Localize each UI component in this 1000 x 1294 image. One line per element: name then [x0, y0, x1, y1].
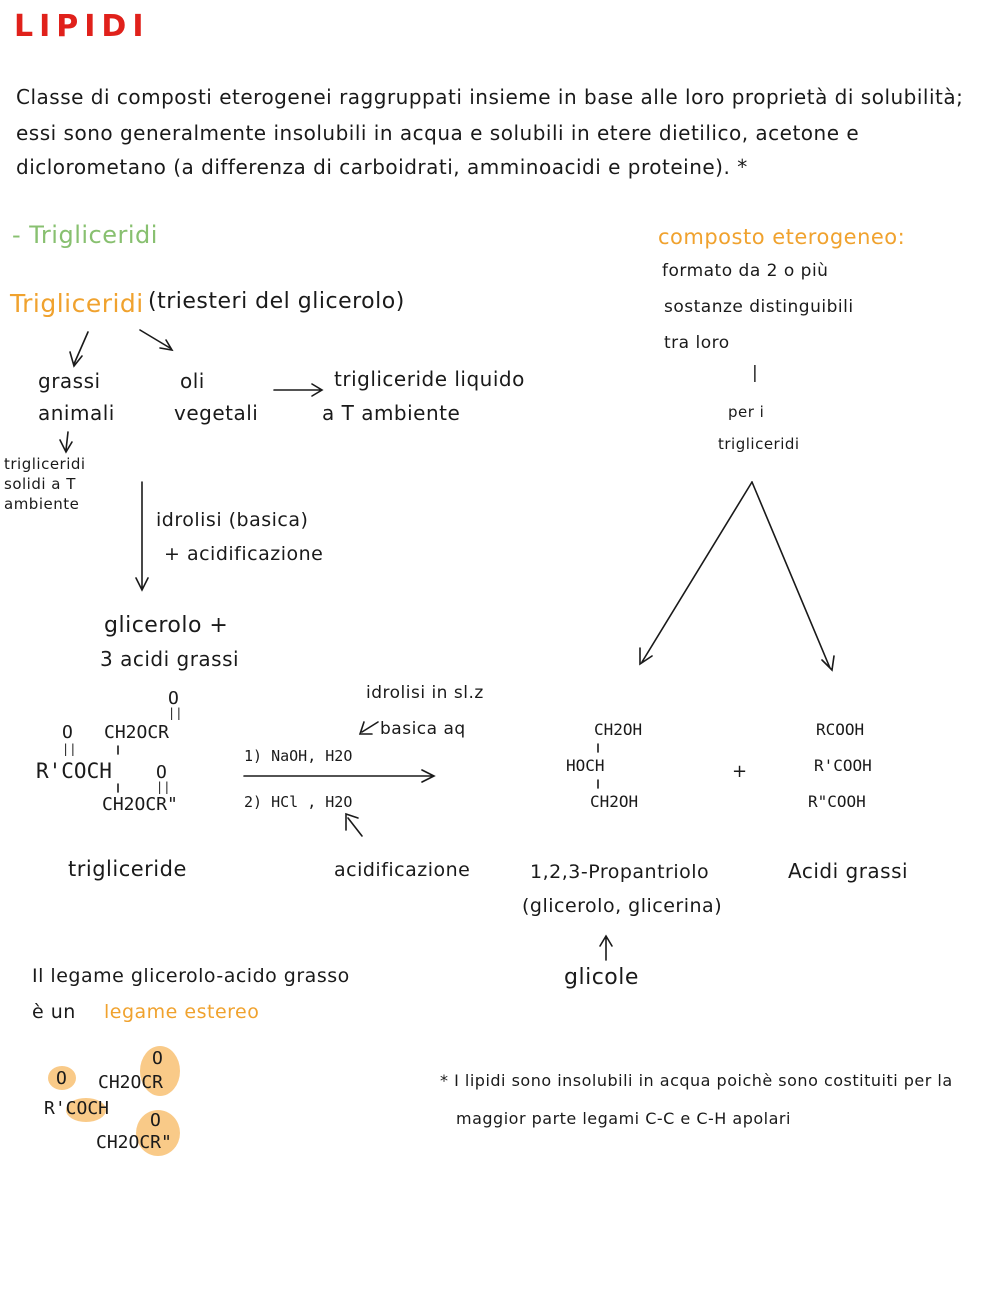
glycerol-row-2: HOCH	[566, 756, 605, 775]
tri-o-left: O	[62, 722, 73, 743]
arrow-to-oli	[139, 329, 174, 352]
oli-label: oli	[180, 369, 205, 393]
arrow-to-liquido	[273, 383, 324, 397]
arrow-to-grassi	[69, 331, 89, 368]
reaction-arrow	[243, 769, 436, 783]
highlight-ester-1	[48, 1066, 76, 1090]
trigliceride-label: trigliceride	[68, 857, 187, 881]
intro-line-2: essi sono generalmente insolubili in acq…	[16, 121, 860, 145]
tri-o-bot-double: ||	[156, 780, 171, 794]
bond-line-1: Il legame glicerolo-acido grasso	[32, 965, 350, 987]
definition-bar: |	[752, 363, 759, 383]
highlight-ester-4	[136, 1110, 180, 1156]
trigliceridi-term: Trigliceridi	[10, 289, 144, 318]
reaction-step-1: 1) NaOH, H2O	[244, 747, 353, 765]
acidificazione-label: acidificazione	[334, 859, 471, 881]
hl-o-left: O	[56, 1068, 67, 1089]
reaction-note-2: basica aq	[380, 719, 466, 739]
bond-term: legame estereo	[104, 1001, 260, 1023]
products-line-2: 3 acidi grassi	[100, 647, 240, 671]
hl-row-2: R'COCH	[44, 1098, 110, 1119]
plus-sign: +	[732, 761, 748, 782]
arrow-acidificazione	[345, 812, 363, 837]
hydrolysis-line-2: + acidificazione	[164, 543, 324, 565]
definition-line-1: formato da 2 o più	[662, 261, 829, 281]
tri-row-3: CH2OCR"	[102, 794, 178, 815]
propantriolo-label: 1,2,3-Propantriolo	[530, 861, 710, 883]
footnote-line-2: maggior parte legami C-C e C-H apolari	[456, 1109, 791, 1128]
definition-per: per i	[728, 403, 765, 421]
bond-prefix: è un	[32, 1001, 76, 1023]
liquid-label-1: trigliceride liquido	[334, 367, 525, 391]
trigliceridi-definition: (triesteri del glicerolo)	[148, 289, 405, 314]
glicole-label: glicole	[564, 965, 639, 990]
definition-line-2: sostanze distinguibili	[664, 297, 854, 317]
animali-label: animali	[38, 401, 115, 425]
acid-row-3: R"COOH	[808, 792, 866, 811]
footnote-line-1: * I lipidi sono insolubili in acqua poic…	[440, 1071, 953, 1090]
tri-o-top-double: ||	[168, 706, 183, 720]
solid-label-2: solidi a T	[4, 475, 76, 493]
tri-o-top: O	[168, 688, 179, 709]
solid-label-3: ambiente	[4, 495, 80, 513]
hl-o-top: O	[152, 1048, 163, 1069]
definition-term: composto eterogeneo:	[658, 225, 906, 249]
arrow-glicole	[599, 934, 613, 961]
arrow-to-acidi	[751, 481, 835, 672]
intro-line-1: Classe di composti eterogenei raggruppat…	[16, 85, 964, 109]
hydrolysis-line-1: idrolisi (basica)	[156, 509, 309, 531]
tri-o-left-double: ||	[62, 742, 77, 756]
acidi-grassi-label: Acidi grassi	[788, 859, 909, 883]
arrow-hydrolysis	[135, 481, 149, 592]
arrow-to-solidi	[59, 431, 73, 454]
tri-o-bot: O	[156, 762, 167, 783]
arrow-basica	[358, 721, 379, 735]
page-title: LIPIDI	[14, 9, 150, 44]
hl-row-1: CH2OCR	[98, 1072, 164, 1093]
vegetali-label: vegetali	[174, 401, 259, 425]
definition-trigliceridi: trigliceridi	[718, 435, 800, 453]
glicerina-label: (glicerolo, glicerina)	[522, 895, 723, 917]
grassi-label: grassi	[38, 369, 101, 393]
arrow-to-glicerolo	[639, 481, 753, 666]
tri-row-2: R'COCH	[36, 759, 112, 783]
definition-line-3: tra loro	[664, 333, 730, 353]
hl-o-bot: O	[150, 1110, 161, 1131]
hl-row-3: CH2OCR"	[96, 1132, 172, 1153]
intro-line-3: diclorometano (a differenza di carboidra…	[16, 155, 748, 179]
glycerol-row-3: CH2OH	[590, 792, 639, 811]
highlight-ester-2	[140, 1046, 180, 1096]
solid-label-1: trigliceridi	[4, 455, 86, 473]
reaction-step-2: 2) HCl , H2O	[244, 793, 353, 811]
liquid-label-2: a T ambiente	[322, 401, 461, 425]
tri-row-1: CH2OCR	[104, 722, 170, 743]
acid-row-2: R'COOH	[814, 756, 872, 775]
acid-row-1: RCOOH	[816, 720, 865, 739]
highlight-ester-3	[66, 1098, 106, 1122]
section-trigliceridi: - Trigliceridi	[12, 221, 158, 249]
reaction-note-1: idrolisi in sl.z	[366, 683, 484, 703]
products-line-1: glicerolo +	[104, 613, 229, 638]
glycerol-row-1: CH2OH	[594, 720, 643, 739]
